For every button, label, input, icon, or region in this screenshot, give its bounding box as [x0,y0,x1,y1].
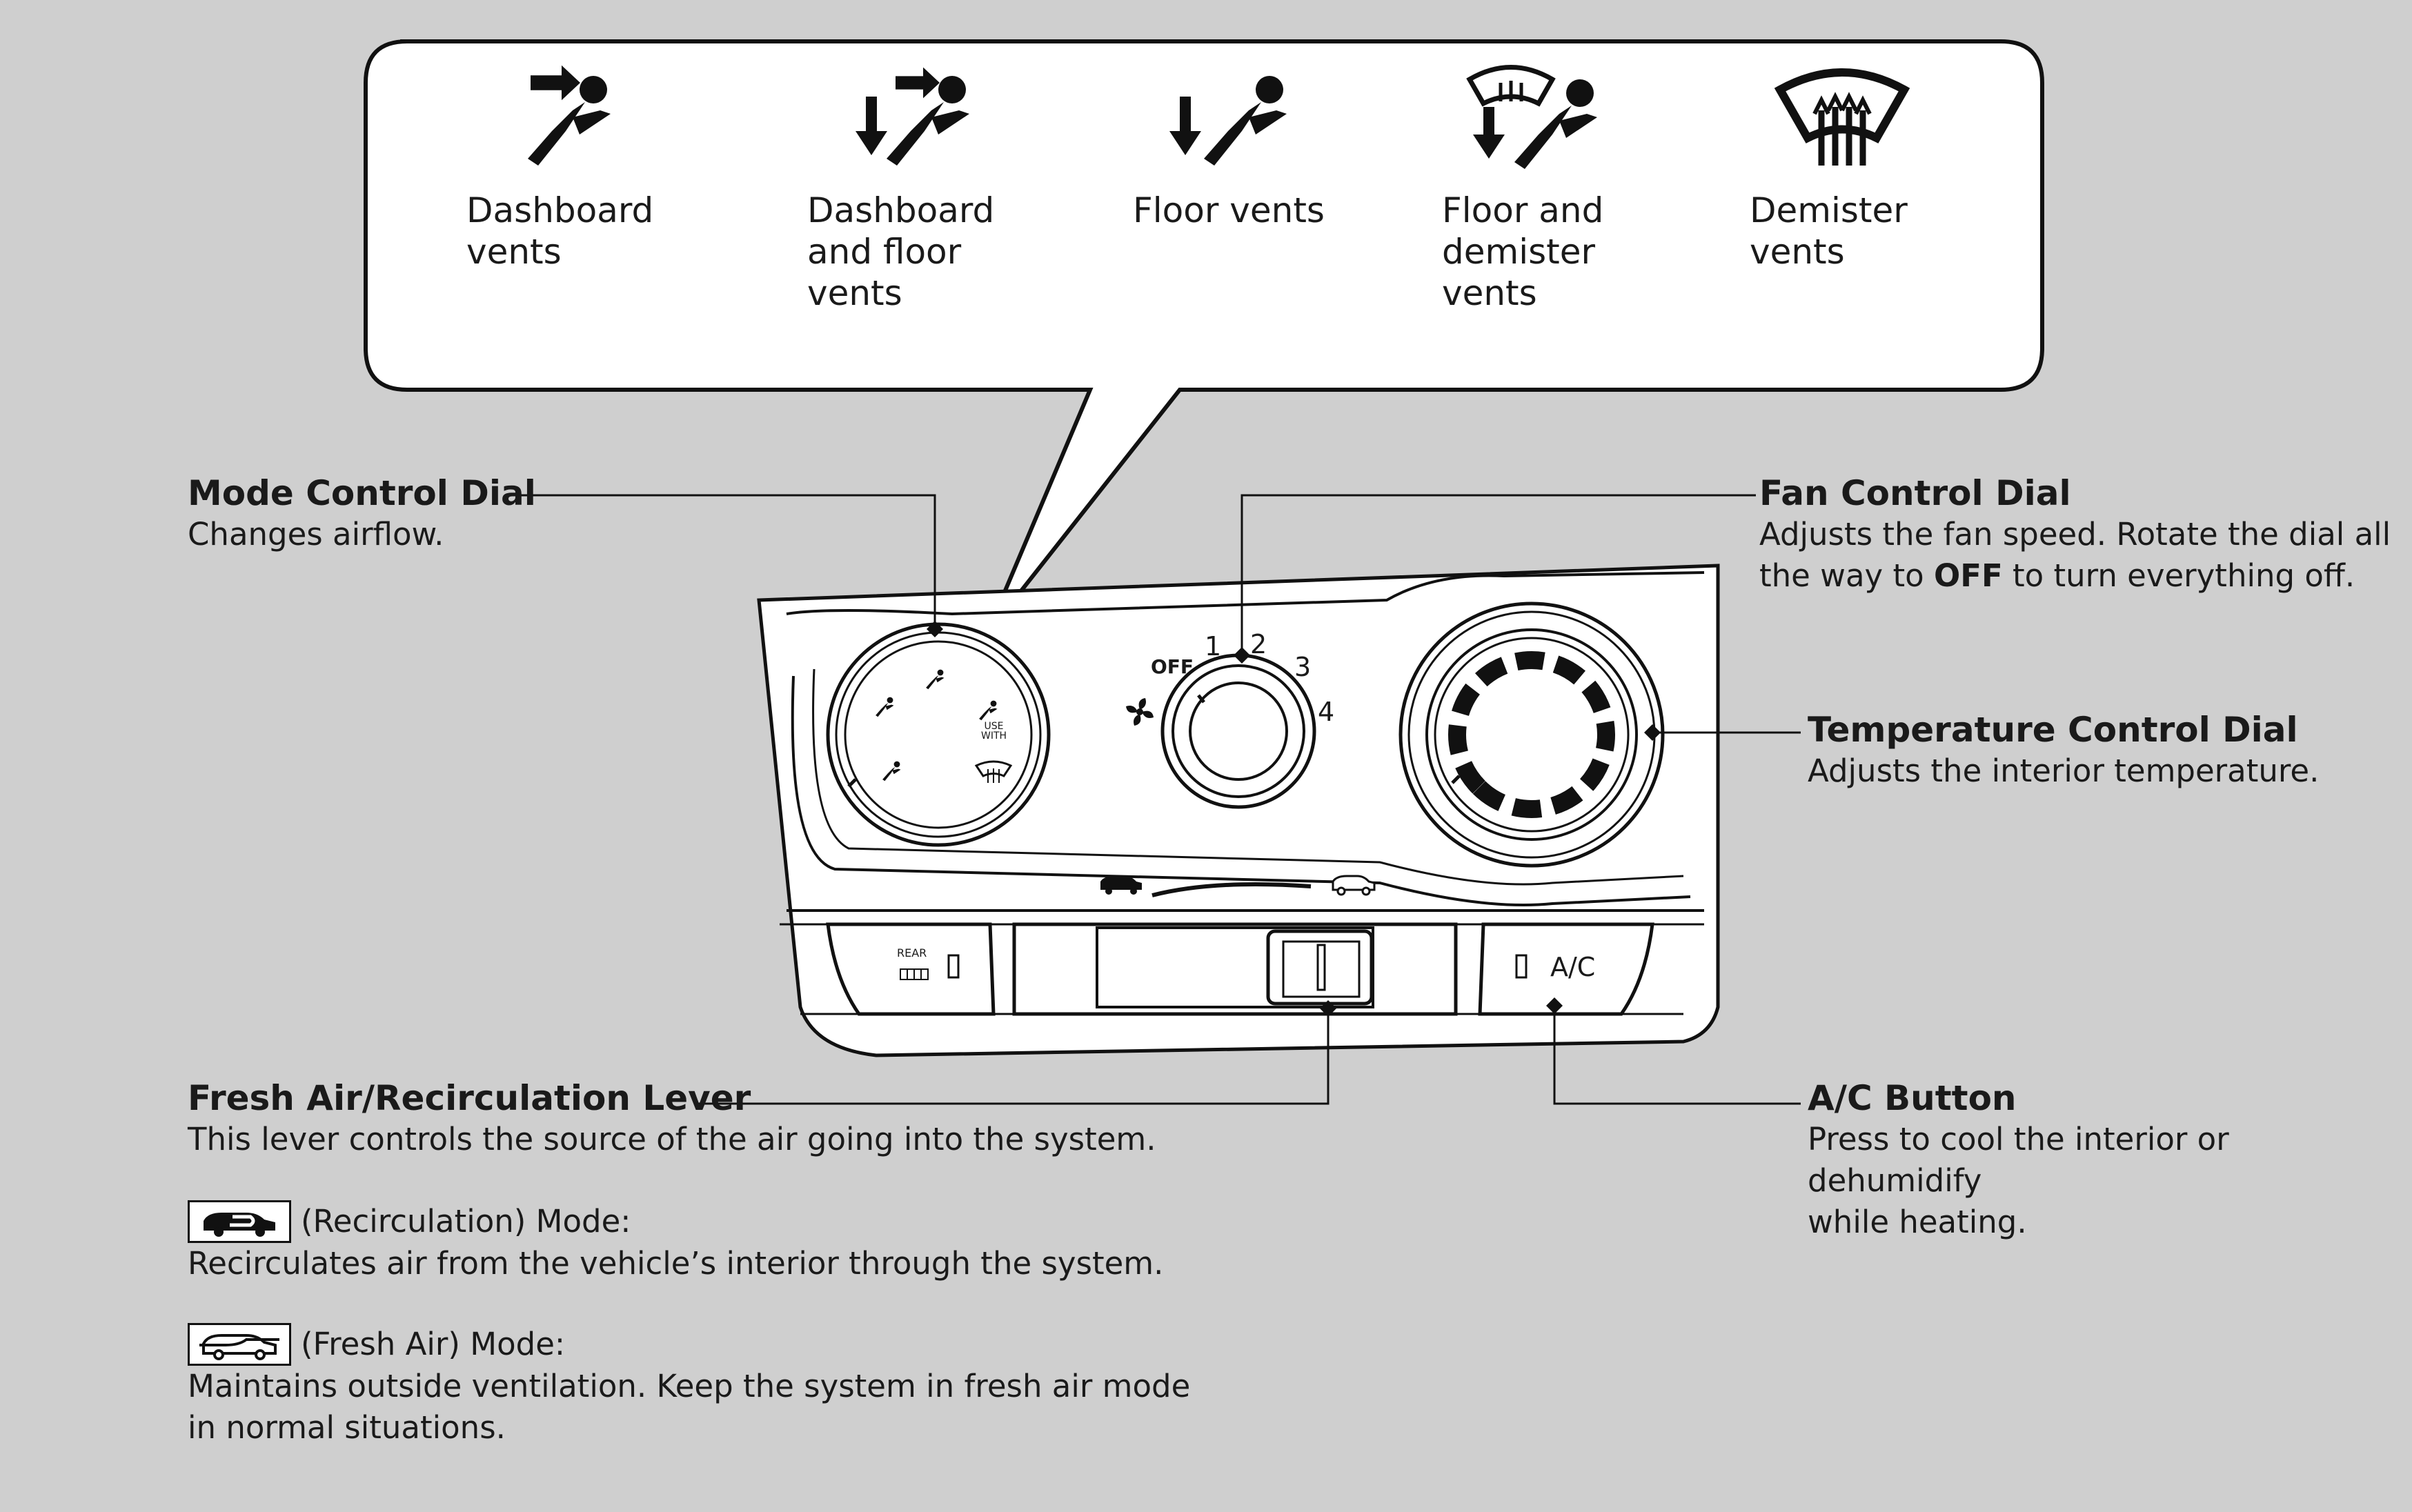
control-panel [757,564,1720,1057]
fan-control-dial[interactable] [1126,653,1316,809]
fan-speed-2-label: 2 [1250,629,1267,659]
recirculation-mode-head: (Recirculation) Mode: [301,1203,631,1240]
vent-mode-label-demister: Demister vents [1750,190,1908,272]
fresh-air-recirculation-lever[interactable] [1012,922,1458,1016]
fresh-air-mode-icon [188,1323,291,1366]
dashboard-vents-icon [528,65,611,166]
recirculation-indicator-icon [1100,876,1142,895]
fan-control-annotation: Fan Control Dial Adjusts the fan speed. … [1759,472,2391,597]
fan-control-desc-line1: Adjusts the fan speed. Rotate the dial a… [1759,516,2391,553]
mode-control-desc: Changes airflow. [188,516,444,553]
mode-control-title: Mode Control Dial [188,473,536,513]
vent-mode-label-dashboard: Dashboard vents [466,190,654,272]
fan-icon [1126,698,1154,726]
vent-mode-label-floor: Floor vents [1133,190,1325,230]
fresh-air-mode-block: (Fresh Air) Mode: Maintains outside vent… [188,1323,1190,1449]
rear-defrost-button[interactable] [826,922,996,1016]
temperature-control-dial[interactable] [1398,601,1665,868]
fan-speed-4-label: 4 [1318,697,1335,727]
ac-button-title: A/C Button [1808,1078,2017,1118]
fan-control-desc-off: OFF [1933,557,2003,594]
temperature-control-title: Temperature Control Dial [1808,710,2298,750]
lever-title: Fresh Air/Recirculation Lever [188,1078,751,1118]
vent-mode-label-dashboard-floor: Dashboard and floor vents [807,190,995,313]
recirculation-mode-block: (Recirculation) Mode: Recirculates air f… [188,1200,1163,1284]
recirculation-mode-icon [188,1200,291,1243]
use-with-label: USE WITH [981,721,1007,742]
fan-control-desc-pre: the way to [1759,557,1934,594]
fan-off-label: OFF [1151,655,1194,678]
fresh-air-mode-head: (Fresh Air) Mode: [301,1326,566,1362]
ac-button-annotation: A/C Button Press to cool the interior or… [1808,1077,2412,1243]
leader-lines [517,494,1801,1105]
fan-control-desc-post: to turn everything off. [2002,557,2355,594]
fresh-air-mode-desc: Maintains outside ventilation. Keep the … [188,1368,1191,1446]
lever-annotation: Fresh Air/Recirculation Lever This lever… [188,1077,1156,1160]
recirculation-mode-desc: Recirculates air from the vehicle’s inte… [188,1245,1164,1282]
demister-vents-icon [1774,68,1910,166]
fresh-air-indicator-icon [1332,875,1376,896]
vent-mode-label-floor-demister: Floor and demister vents [1442,190,1604,313]
temperature-control-desc: Adjusts the interior temperature. [1808,753,2320,789]
lever-desc: This lever controls the source of the ai… [188,1121,1156,1157]
mode-control-dial[interactable] [826,622,1051,847]
leader-markers [927,621,1661,1017]
fan-speed-1-label: 1 [1205,631,1222,662]
floor-demister-vents-icon [1466,65,1597,169]
rear-label: REAR [897,946,927,959]
ac-label: A/C [1550,952,1596,982]
mode-control-annotation: Mode Control Dial Changes airflow. [188,472,536,555]
temperature-control-annotation: Temperature Control Dial Adjusts the int… [1808,709,2319,792]
fan-control-title: Fan Control Dial [1759,473,2071,513]
dashboard-floor-vents-icon [856,67,969,166]
ac-button[interactable] [1478,922,1654,1016]
fan-control-desc-line2: the way to OFF to turn everything off. [1759,555,2391,597]
ac-button-desc: Press to cool the interior or dehumidify… [1808,1121,2229,1240]
floor-vents-icon [1169,76,1287,166]
fan-speed-3-label: 3 [1294,652,1312,682]
